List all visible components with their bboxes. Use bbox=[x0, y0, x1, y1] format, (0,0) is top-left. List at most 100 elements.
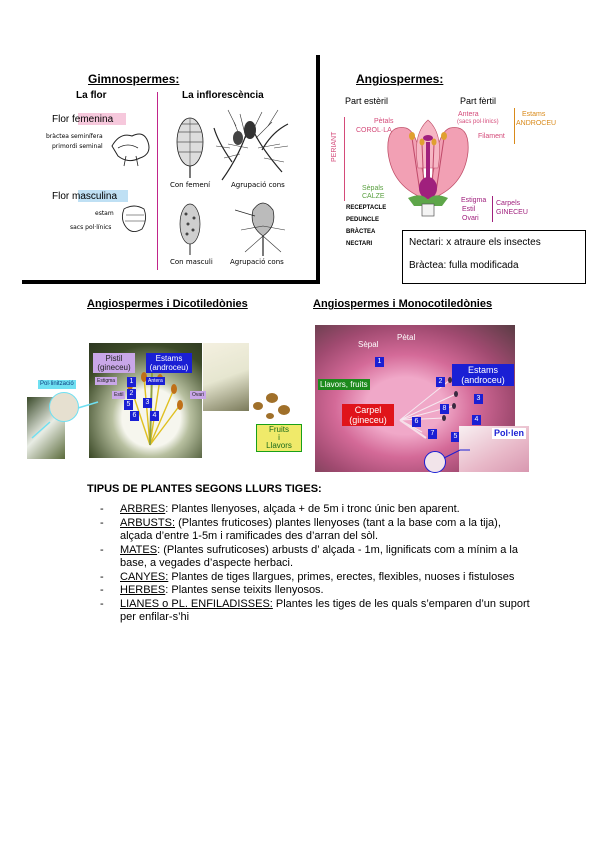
monocot-stamens-sub: (androceu) bbox=[461, 375, 505, 385]
peduncle-label: PEDUNCLE bbox=[346, 217, 380, 223]
pollination-tag: Pol·linització bbox=[38, 380, 76, 389]
stamens-tag: Estams (androceu) bbox=[146, 353, 192, 373]
plant-types-heading: TIPUS DE PLANTES SEGONS LLURS TIGES: bbox=[87, 483, 322, 495]
plant-type-term: CANYES: bbox=[120, 570, 169, 583]
plant-type-sep: : bbox=[165, 584, 169, 596]
plant-type-term: LIANES o PL. ENFILADISSES: bbox=[120, 597, 273, 610]
bract-note: Bràctea: fulla modificada bbox=[409, 260, 519, 271]
plant-type-description: Plantes de tiges llargues, primes, erect… bbox=[168, 570, 515, 583]
plant-type-term: ARBRES bbox=[120, 503, 166, 515]
female-cone-sketch bbox=[176, 117, 204, 178]
sterile-label: Part estèril bbox=[345, 96, 389, 106]
stamens-label: Estams bbox=[522, 111, 546, 118]
plant-type-sep: : bbox=[165, 503, 169, 515]
monocot-number-5: 5 bbox=[451, 432, 460, 442]
anther-label: Antera bbox=[458, 111, 479, 118]
gymno-border-right bbox=[316, 55, 320, 283]
sepal-label: Sèpal bbox=[358, 340, 379, 349]
angio-notes-box: Nectari: x atraure els insectes Bràctea:… bbox=[402, 230, 586, 284]
pollen-grain-circle bbox=[424, 451, 446, 473]
nectaries-label: NECTARI bbox=[346, 241, 373, 247]
dicot-number-5: 5 bbox=[124, 400, 133, 410]
gymno-divider bbox=[157, 92, 158, 270]
monocot-number-6: 6 bbox=[412, 417, 421, 427]
plant-type-description: Plantes sense teixits llenyosos. bbox=[168, 584, 324, 596]
dicot-title: Angiospermes i Dicotiledònies bbox=[87, 298, 248, 310]
style-label: Estil bbox=[462, 206, 476, 213]
primordium-label: primordi seminal bbox=[52, 143, 103, 150]
corolla-label: COROL·LA bbox=[356, 127, 392, 134]
fruits-seeds-tag: Fruits i Llavors bbox=[256, 424, 302, 452]
dicot-right-photo bbox=[203, 343, 249, 411]
stigma-label: Estigma bbox=[461, 197, 487, 204]
calyx-label: CALZE bbox=[362, 193, 385, 200]
plant-type-term: ARBUSTS: bbox=[120, 516, 176, 529]
pollen-zoom-circle bbox=[49, 392, 79, 422]
sepals-label: Sèpals bbox=[362, 185, 384, 192]
stamen-label: estam bbox=[95, 210, 114, 217]
carpel-label: Carpel bbox=[354, 405, 382, 415]
plant-type-subshrubs: MATES: (Plantes sufruticoses) arbusts d’… bbox=[100, 544, 530, 571]
female-flower-label: Flor femenina bbox=[52, 114, 114, 125]
gynoecium-label: GINECEU bbox=[496, 209, 528, 216]
plant-type-description: (Plantes fruticoses) plantes llenyoses (… bbox=[120, 516, 501, 543]
petals-label: Pètals bbox=[374, 118, 394, 125]
gynoecium-bracket bbox=[492, 196, 493, 222]
male-cone-label: Con masculi bbox=[170, 258, 213, 266]
gymno-inflorescence-heading: La inflorescència bbox=[182, 90, 264, 101]
dicot-number-2: 2 bbox=[127, 389, 136, 399]
perianth-label: PERIANT bbox=[331, 131, 338, 162]
pistil-tag-label: Pistil bbox=[105, 354, 123, 363]
monocot-title: Angiospermes i Monocotiledònies bbox=[313, 298, 493, 310]
female-group-sketch bbox=[213, 109, 289, 181]
gymno-title: Gimnospermes: bbox=[88, 72, 180, 86]
plant-type-term: HERBES bbox=[120, 584, 166, 596]
monocot-number-2: 2 bbox=[436, 377, 445, 387]
plant-type-description: Plantes llenyoses, alçada + de 5m i tron… bbox=[168, 503, 460, 515]
fruits-label: Fruits bbox=[269, 425, 289, 434]
plant-type-herbs: HERBES: Plantes sense teixits llenyosos. bbox=[100, 584, 530, 598]
male-group-label: Agrupació cons bbox=[230, 258, 284, 266]
dicot-number-6: 6 bbox=[130, 411, 139, 421]
dicot-number-4: 4 bbox=[150, 411, 159, 421]
receptacle-label: RECEPTACLE bbox=[346, 205, 387, 211]
plant-type-canes: CANYES: Plantes de tiges llargues, prime… bbox=[100, 571, 530, 585]
male-flower-sketch bbox=[121, 205, 147, 232]
angio-flower-diagram bbox=[387, 119, 469, 217]
pollen-tag: Pol·len bbox=[492, 428, 527, 439]
fruits-and-label: i bbox=[278, 433, 280, 442]
pollen-sacs-label: sacs pol·línics bbox=[70, 224, 112, 231]
ovary-label: Ovari bbox=[462, 215, 479, 222]
dicot-number-1: 1 bbox=[127, 377, 136, 387]
pollen-connectors bbox=[443, 449, 470, 459]
plant-type-term: MATES bbox=[120, 543, 158, 556]
bract-angio-label: BRÀCTEA bbox=[346, 229, 376, 235]
dicot-style-tag: Estil bbox=[112, 391, 126, 399]
plant-type-climbers: LIANES o PL. ENFILADISSES: Plantes les t… bbox=[100, 598, 530, 625]
dicot-stigma-tag: Estigma bbox=[95, 377, 118, 385]
fertile-label: Part fèrtil bbox=[460, 96, 497, 106]
perianth-bracket bbox=[344, 117, 345, 201]
monocot-number-8: 8 bbox=[440, 404, 449, 414]
pollination-connectors bbox=[31, 401, 99, 439]
monocot-number-4: 4 bbox=[472, 415, 481, 425]
monocot-stamens-tag: Estams (androceu) bbox=[452, 364, 514, 386]
gymno-border-bottom bbox=[22, 280, 320, 284]
monocot-number-7: 7 bbox=[428, 429, 437, 439]
monocot-number-3: 3 bbox=[474, 394, 483, 404]
androecium-label: ANDROCEU bbox=[516, 120, 557, 127]
monocot-stamens-label: Estams bbox=[467, 365, 498, 375]
dicot-ovary-tag: Ovari bbox=[190, 391, 206, 399]
male-group-sketch bbox=[235, 202, 286, 256]
nectary-note: Nectari: x atraure els insectes bbox=[409, 237, 541, 248]
plant-type-description: Plantes les tiges de les quals s’emparen… bbox=[120, 597, 530, 624]
seed-pods-sketch bbox=[253, 393, 290, 419]
pistil-tag: Pistil (gineceu) bbox=[93, 353, 135, 373]
female-cone-label: Con femení bbox=[170, 181, 211, 189]
carpels-label: Carpels bbox=[496, 200, 521, 207]
monocot-number-1: 1 bbox=[375, 357, 384, 367]
seeds-label: Llavors bbox=[266, 441, 292, 450]
bract-label: bràctea seminífera bbox=[46, 133, 103, 140]
stamens-tag-sub: (androceu) bbox=[149, 363, 189, 372]
plant-types-list: ARBRES: Plantes llenyoses, alçada + de 5… bbox=[100, 503, 530, 625]
